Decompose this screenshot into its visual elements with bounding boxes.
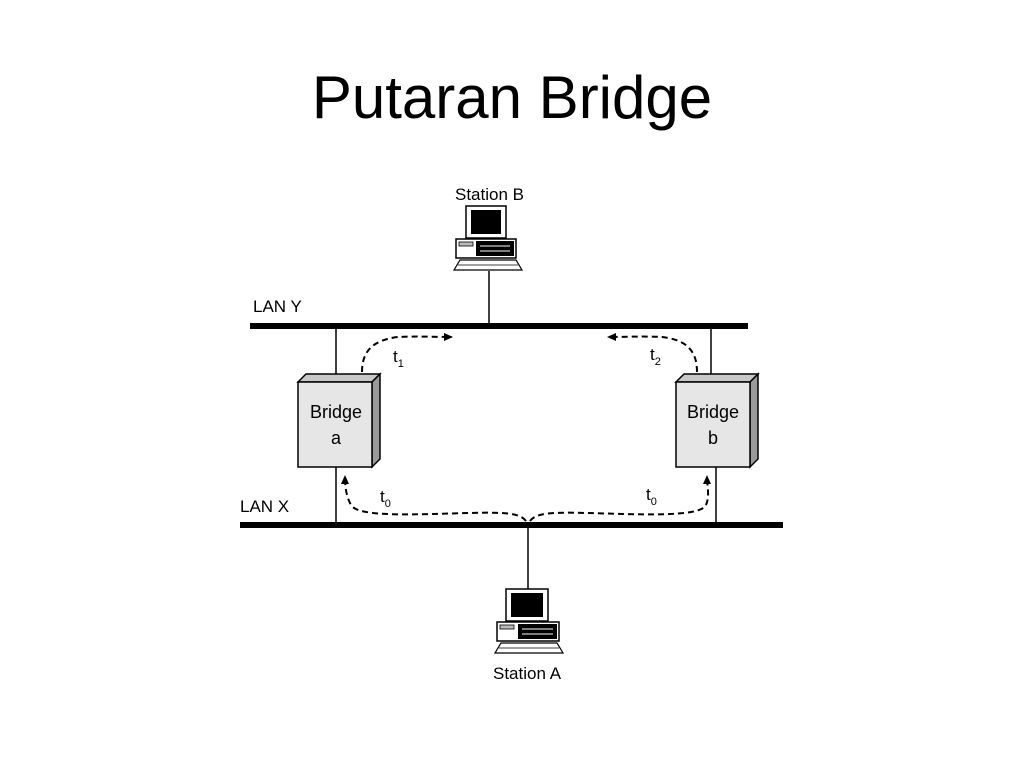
bridge-b-label-line1: Bridge	[687, 402, 739, 422]
time-label-t0-right: t0	[646, 485, 657, 508]
time-label-t1: t1	[393, 347, 404, 370]
frame-path-t2-bridge-b-to-lan-y	[607, 332, 698, 373]
bridge-a-label-line1: Bridge	[310, 402, 362, 422]
lan-y-label: LAN Y	[253, 297, 302, 316]
bridge-b-box: Bridge b	[674, 372, 760, 469]
lan-x-label: LAN X	[240, 497, 289, 516]
frame-path-t0-to-bridge-a	[341, 475, 527, 522]
frame-path-t1-bridge-a-to-lan-y	[361, 332, 453, 373]
station-b-label: Station B	[455, 185, 524, 204]
frame-path-t0-to-bridge-b	[529, 475, 712, 522]
slide-title: Putaran Bridge	[311, 64, 713, 131]
bridge-b-label-line2: b	[708, 428, 718, 448]
station-a-label: Station A	[493, 664, 562, 683]
bridge-a-box: Bridge a	[296, 372, 382, 469]
time-label-t0-left: t0	[380, 487, 391, 510]
time-label-t2: t2	[650, 345, 661, 368]
station-a-computer-icon	[493, 588, 565, 654]
bridge-a-label-line2: a	[331, 428, 342, 448]
station-b-computer-icon	[452, 205, 524, 271]
